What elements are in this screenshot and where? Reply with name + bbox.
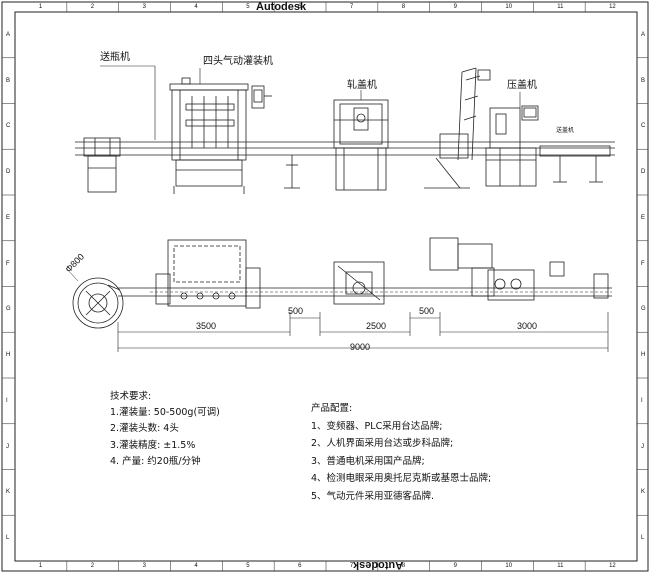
row-label-right: F [641,260,645,267]
plan-view [65,237,612,352]
requirement-item: 1.灌装量: 50-500g(可调) [110,406,220,418]
config-block: 产品配置: 1、变频器、PLC采用台达品牌; 2、人机界面采用台达或步科品牌; … [311,404,491,501]
bottom-title: Autodesk [353,559,404,571]
row-label-right: D [641,169,646,176]
dim-500-a: 500 [288,306,304,316]
filler-plan [155,239,261,309]
row-label-right: E [641,214,646,221]
capper-plan [333,261,385,305]
capper-elevation [333,90,389,191]
config-item: 5、气动元件采用亚德客品牌. [311,490,435,502]
requirements-heading: 技术要求: [110,391,152,402]
column-label-bottom: 10 [505,563,513,569]
press-capper-plan [429,237,609,301]
column-label-bottom: 2 [90,563,95,569]
column-label-bottom: 12 [609,563,616,569]
column-label-bottom: 6 [298,563,302,569]
config-heading: 产品配置: [311,403,353,414]
label-filler: 四头气动灌装机 [203,56,273,67]
column-label-top: 4 [194,4,198,10]
column-label-top: 7 [349,4,354,10]
column-label-bottom: 7 [349,563,354,569]
column-label-bottom: 9 [453,563,457,569]
column-label-top: 2 [90,4,95,10]
label-bottle-feeder: 送瓶机 [100,52,130,63]
config-item: 1、变频器、PLC采用台达品牌; [311,420,443,432]
row-label-left: I [6,397,8,404]
small-stand-elevation [284,155,300,189]
label-press-capper: 压盖机 [507,80,537,91]
bottle-feeder-elevation [83,65,156,193]
row-label-left: E [6,214,11,221]
row-label-right: L [641,535,645,542]
row-label-left: H [6,352,11,359]
elevation-view [75,65,615,194]
column-label-top: 11 [557,4,564,10]
row-label-left: L [6,535,10,542]
column-label-top: 5 [246,4,250,10]
row-label-left: J [6,443,9,450]
row-label-right: G [641,306,646,313]
press-capper-elevation [424,67,611,189]
top-title: Autodesk [256,1,307,13]
row-label-left: F [6,260,10,267]
row-label-left: D [6,169,11,176]
column-label-bottom: 1 [38,563,43,569]
dim-total: 9000 [350,342,371,352]
requirement-item: 3.灌装精度: ±1.5% [110,439,196,451]
row-label-left: K [6,489,11,496]
dim-2500: 2500 [366,321,387,331]
dim-3000: 3000 [517,321,538,331]
config-item: 3、普通电机采用国产品牌; [311,455,425,467]
requirements-block: 技术要求: 1.灌装量: 50-500g(可调) 2.灌装头数: 4头 3.灌装… [110,392,220,467]
column-label-top: 10 [505,4,513,10]
row-label-right: H [641,352,646,359]
row-label-right: I [641,397,643,404]
column-label-bottom: 8 [401,563,406,569]
column-label-top: 6 [298,4,302,10]
column-label-top: 9 [453,4,457,10]
row-label-left: A [6,31,11,38]
row-label-right: K [641,489,646,496]
column-label-top: 8 [401,4,406,10]
turntable-plan [65,267,124,329]
row-label-right: A [641,31,646,38]
column-label-top: 3 [142,4,146,10]
column-label-bottom: 3 [142,563,146,569]
label-cap-feeder: 送盖机 [556,127,575,134]
row-label-right: J [641,443,644,450]
requirement-item: 4. 产量: 约20瓶/分钟 [110,456,201,467]
requirement-item: 2.灌装头数: 4头 [110,423,179,434]
column-label-bottom: 5 [246,563,250,569]
column-label-bottom: 11 [557,563,564,569]
dim-3500: 3500 [196,321,217,331]
row-label-right: C [641,123,646,130]
row-label-left: C [6,123,11,130]
dim-500-b: 500 [419,306,435,316]
dimension-lines [117,312,609,352]
column-label-bottom: 4 [194,563,198,569]
column-label-top: 1 [38,4,43,10]
row-label-left: B [6,77,11,84]
config-item: 2、人机界面采用台达或步科品牌; [311,438,454,449]
filler-elevation [169,68,272,194]
row-label-left: G [6,306,11,313]
row-label-right: B [641,77,646,84]
column-label-top: 12 [609,4,616,10]
config-item: 4、检测电眼采用奥托尼克斯或基恩士品牌; [311,473,492,484]
label-capper: 轧盖机 [347,80,377,91]
